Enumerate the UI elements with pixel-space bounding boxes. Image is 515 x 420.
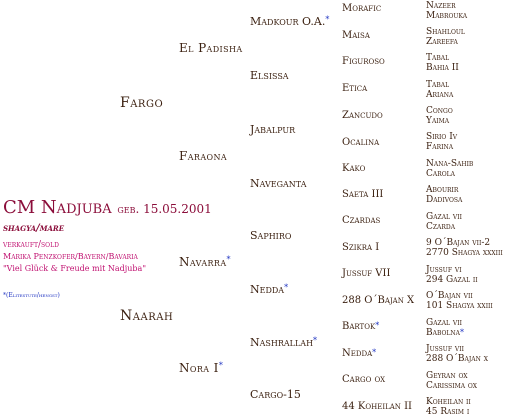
horse-name: CM Nadjuba geb. 15.05.2001 (3, 199, 212, 217)
gen4-item: Nedda* (342, 348, 377, 359)
gen3-item: Nedda* (250, 283, 289, 296)
elite-star-icon: * (459, 328, 464, 337)
gen4-item: Morafic (342, 3, 382, 14)
elite-star-icon: * (218, 361, 224, 370)
legend-star-icon: * (3, 292, 6, 299)
legend-text: (Elitestute/hengst) (6, 292, 60, 299)
gen3-item: Jabalpur (250, 123, 296, 136)
gen3-item: Elsissa (250, 69, 289, 82)
gen3-item: Madkour O.A.* (250, 15, 330, 28)
gen3-item: Saphiro (250, 229, 292, 242)
gen4-item: Figuroso (342, 56, 385, 67)
legend: *(Elitestute/hengst) (3, 293, 60, 299)
elite-star-icon: * (372, 348, 377, 357)
dam: Naarah (120, 308, 174, 324)
elite-star-icon: * (313, 336, 318, 345)
horse-name-text: CM Nadjuba (3, 197, 112, 218)
dam-dam: Nora I* (179, 361, 224, 375)
gen4-item: 44 Koheilan II (342, 401, 412, 412)
sale-status: verkauft/sold (3, 240, 59, 250)
dam-dam-name: Nora I (179, 361, 219, 375)
gen3-item: Naveganta (250, 177, 307, 190)
elite-star-icon: * (325, 15, 330, 24)
sire: Fargo (120, 95, 164, 111)
gen4-item: Zancudo (342, 110, 383, 121)
gen3-item: Cargo-15 (250, 388, 301, 401)
birth-date: geb. 15.05.2001 (117, 202, 212, 216)
gen4-item: Kako (342, 163, 366, 174)
dam-sire-name: Navarra (179, 255, 227, 269)
gen4-item: Ocalina (342, 137, 380, 148)
gen4-item: Bartok* (342, 321, 380, 332)
gen4-item: Etica (342, 83, 368, 94)
gen3-item: Nashrallah* (250, 336, 318, 349)
slogan: "Viel Glück & Freude mit Nadjuba" (3, 264, 147, 273)
elite-star-icon: * (284, 283, 289, 292)
gen4-item: Cargo ox (342, 374, 386, 385)
gen4-item: 288 O´Bajan X (342, 295, 415, 306)
elite-star-icon: * (226, 255, 231, 264)
gen4-item: Czardas (342, 215, 381, 226)
elite-star-icon: * (375, 321, 380, 330)
gen4-item: Jussuf VII (342, 268, 391, 279)
sire-dam: Faraona (179, 149, 228, 163)
sire-sire: El Padisha (179, 41, 243, 55)
gen4-item: Maisa (342, 30, 370, 41)
owner-info: Marika Penzkofer/Bayern/Bavaria (3, 252, 138, 261)
gen4-item: Saeta III (342, 189, 384, 200)
gen4-item: Szikra I (342, 242, 380, 253)
breed-label: shagya/mare (3, 223, 65, 234)
dam-sire: Navarra* (179, 255, 231, 269)
